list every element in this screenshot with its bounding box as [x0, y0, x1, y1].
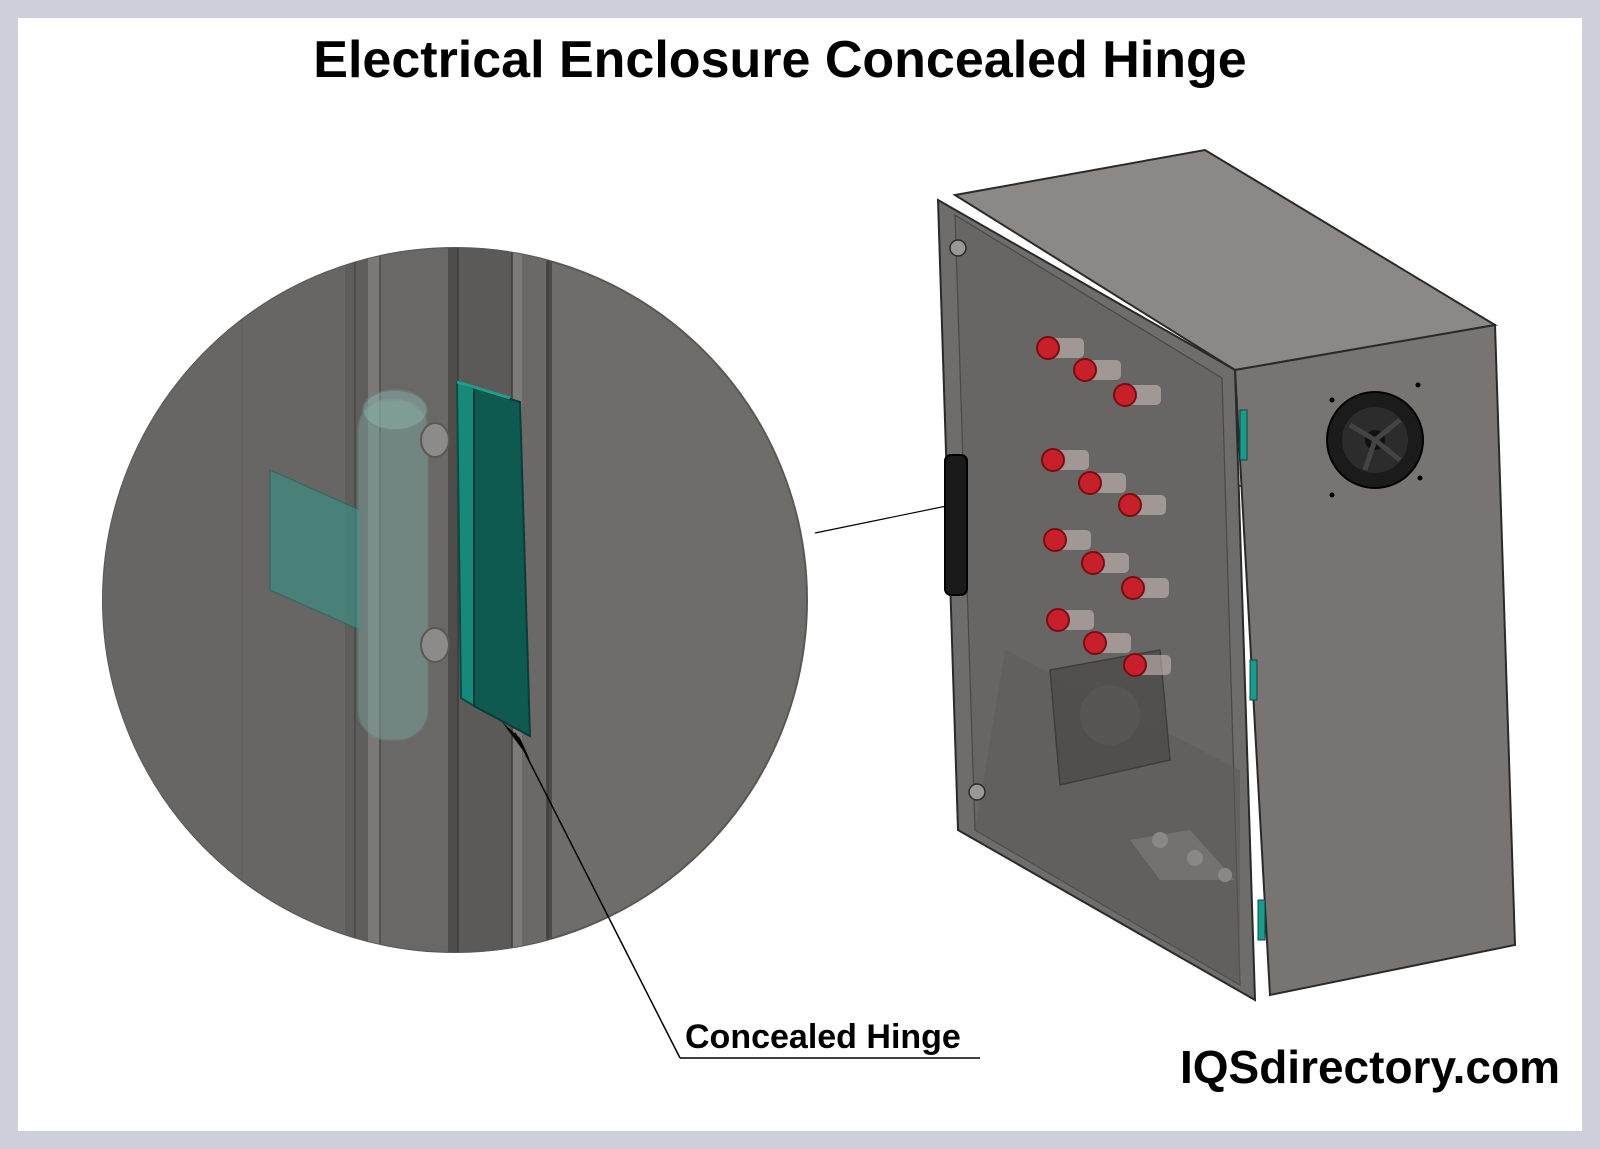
indicator-light	[1046, 608, 1094, 632]
indicator-light	[1041, 448, 1089, 472]
diagram-title: Electrical Enclosure Concealed Hinge	[313, 31, 1247, 89]
brand-watermark: IQSdirectory.com	[1179, 1041, 1560, 1093]
indicator-lights	[1036, 336, 1171, 677]
indicator-light	[1043, 528, 1091, 552]
indicator-light	[1121, 576, 1169, 600]
indicator-light	[1123, 653, 1171, 677]
indicator-light	[1081, 551, 1129, 575]
indicator-light	[1078, 471, 1126, 495]
concealed-hinge-label: Concealed Hinge	[685, 1018, 961, 1056]
electrical-enclosure	[936, 148, 1517, 1002]
indicator-light	[1113, 383, 1161, 407]
indicator-light	[1118, 493, 1166, 517]
indicator-light	[1073, 358, 1121, 382]
magnified-hinge-view	[102, 247, 808, 953]
indicator-light	[1036, 336, 1084, 360]
indicator-light	[1083, 631, 1131, 655]
